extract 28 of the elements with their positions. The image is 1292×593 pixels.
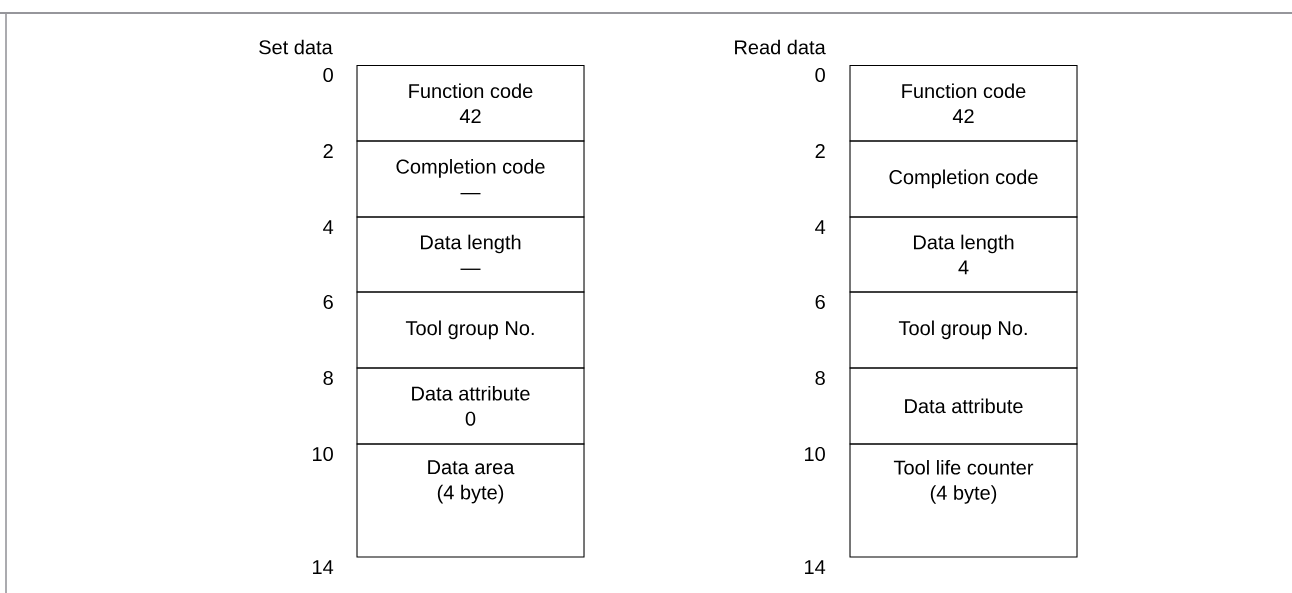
table-cell: Tool group No. [849,291,1078,369]
table-cell: Completion code — [356,140,585,218]
table-cell: Completion code [849,140,1078,218]
byte-offset: 10 [313,446,333,462]
table-cell: Function code 42 [356,64,585,142]
byte-offset: 10 [805,446,825,462]
byte-offset: 4 [323,220,334,234]
table-cell: Data area (4 byte) [356,443,585,558]
byte-offset: 8 [815,370,825,386]
byte-offset: 4 [815,220,826,234]
byte-offset: 0 [323,67,333,83]
byte-offset: 2 [323,144,333,158]
table-cell: Data length 4 [849,216,1078,293]
byte-offset: 14 [313,560,334,574]
table-cell: Function code 42 [849,64,1078,142]
table-cell: Data length — [356,216,585,293]
table-cell: Data attribute 0 [356,367,585,445]
table-cell: Tool life counter (4 byte) [849,443,1078,558]
byte-offset: 0 [815,67,825,83]
table-heading: Read data [735,39,826,55]
byte-offset: 14 [805,560,826,574]
byte-offset: 8 [323,370,333,386]
byte-offset: 2 [815,144,825,158]
table-cell: Data attribute [849,367,1078,445]
byte-offset: 6 [323,294,333,310]
table-cell: Tool group No. [356,291,585,369]
byte-offset: 6 [815,294,825,310]
table-heading: Set data [259,39,333,55]
